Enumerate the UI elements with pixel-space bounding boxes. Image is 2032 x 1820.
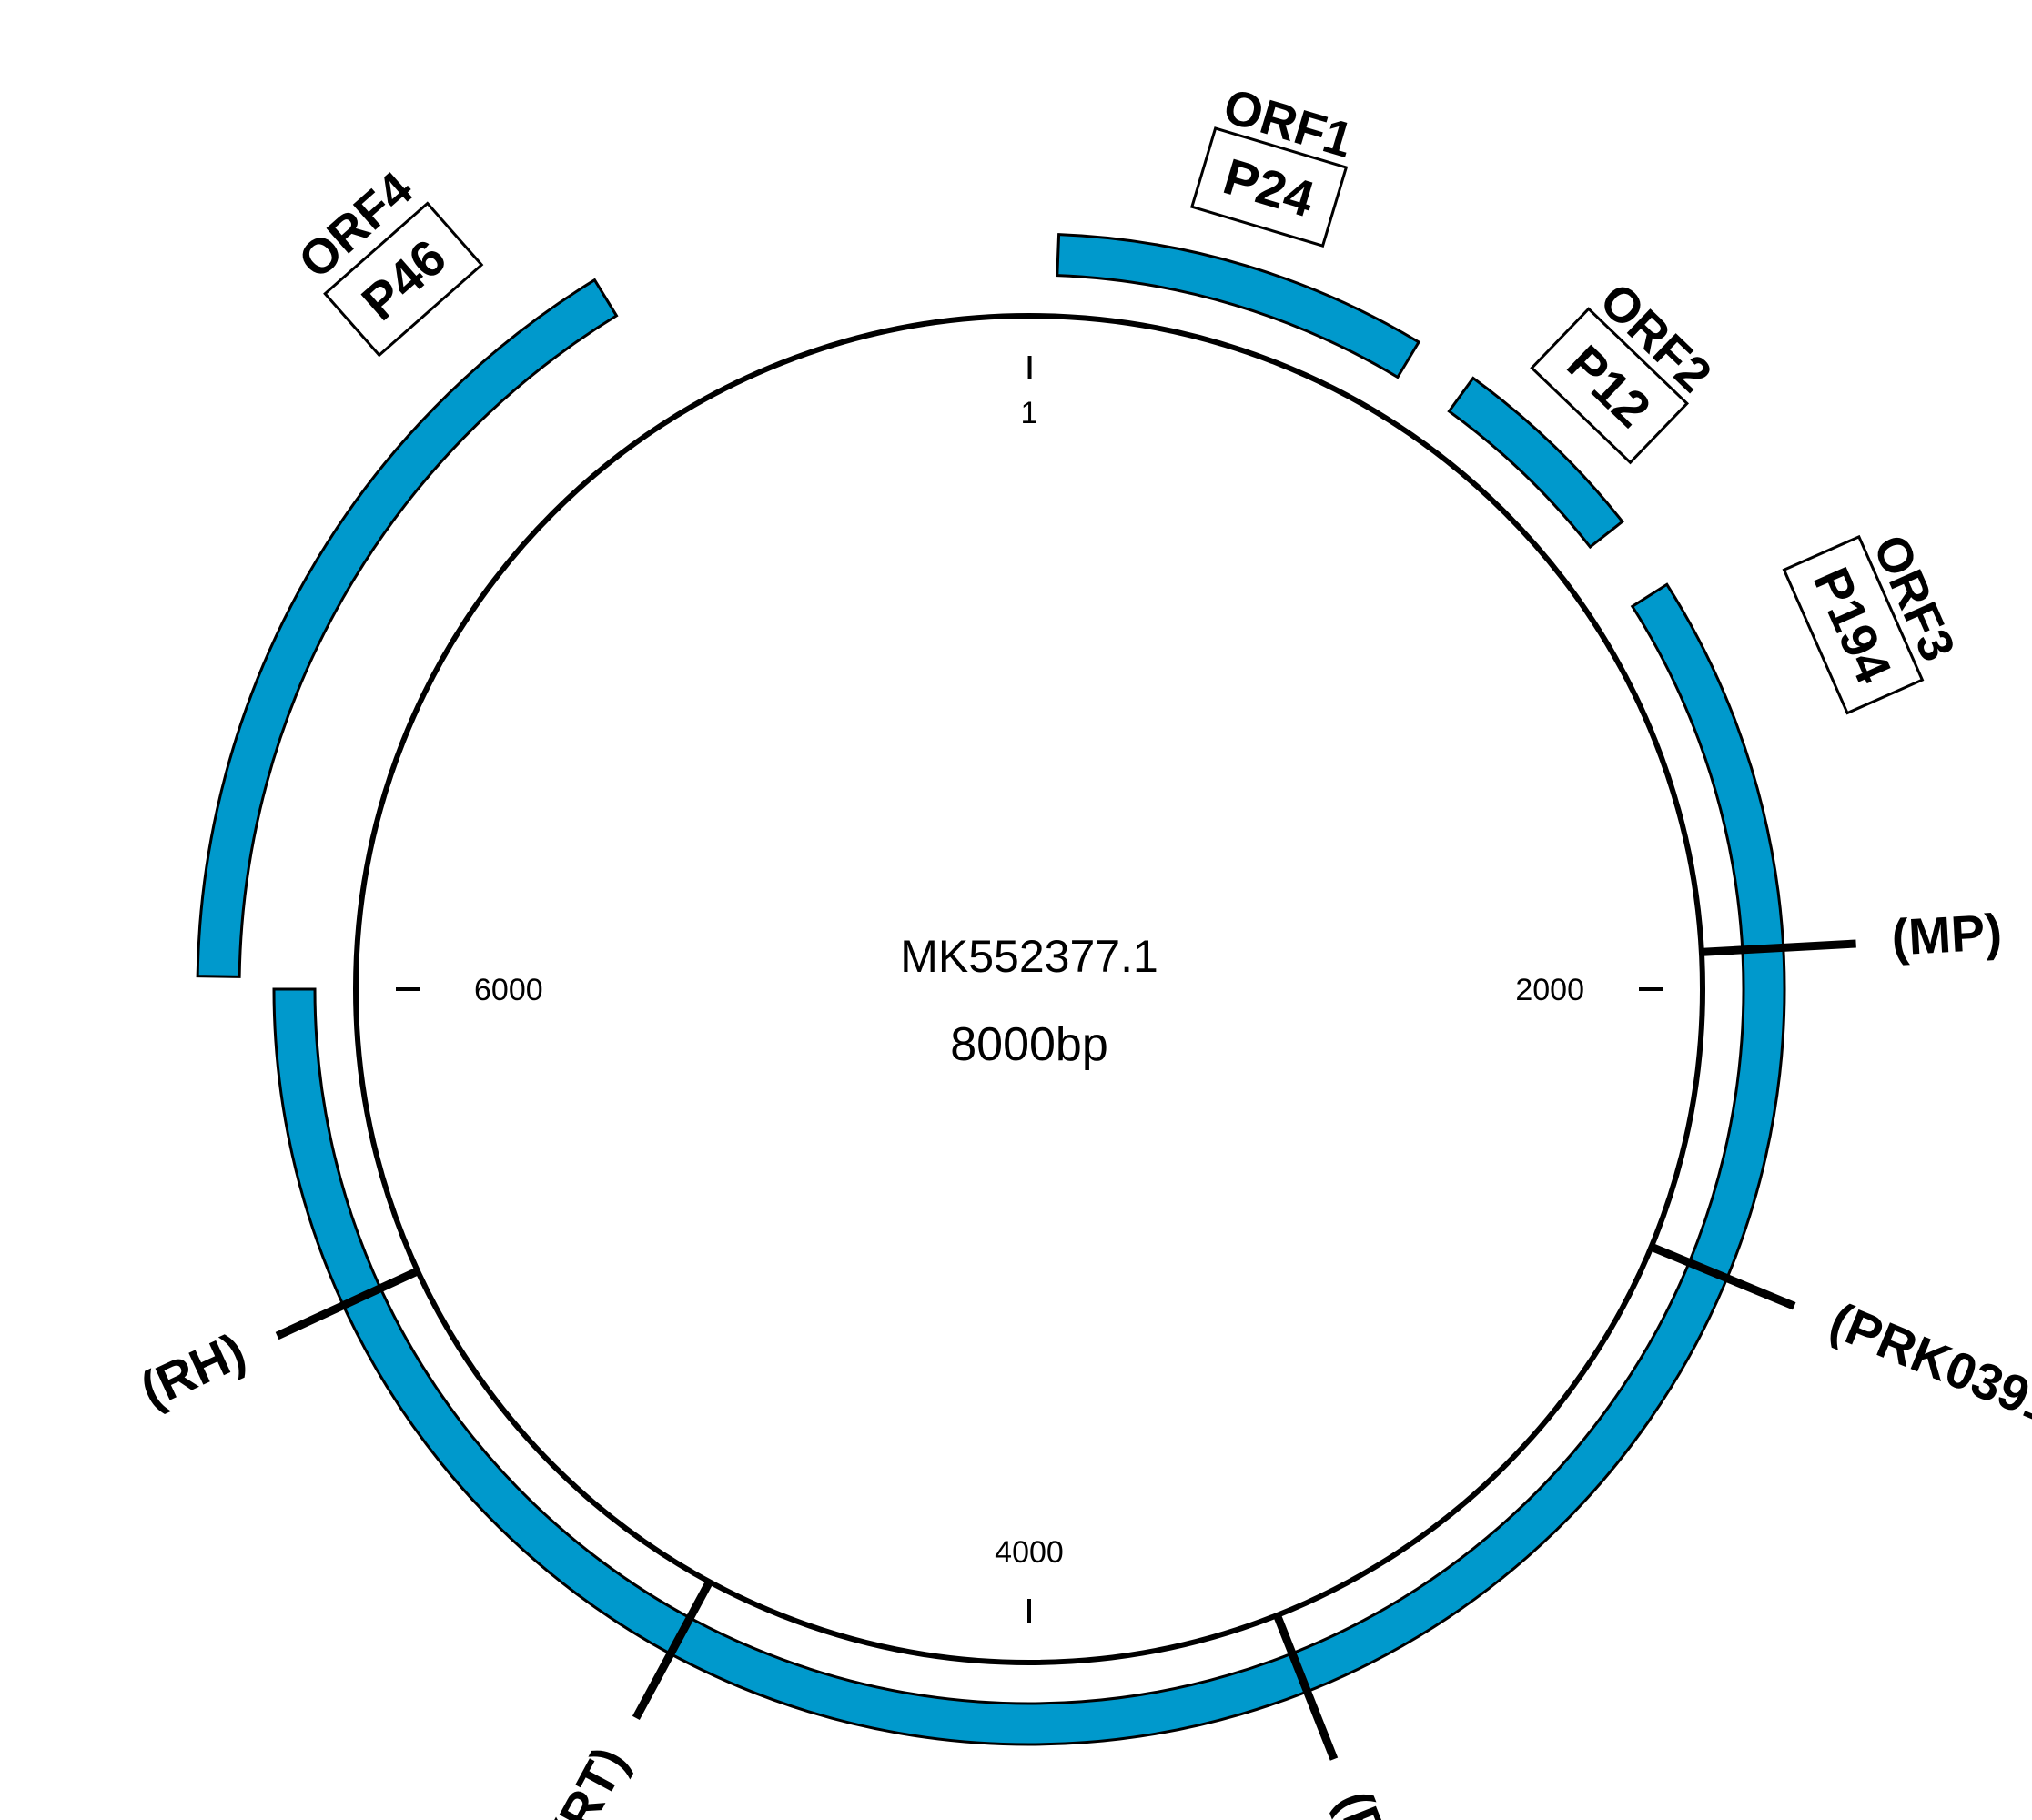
domain-label: (MP) bbox=[1890, 903, 2004, 966]
genome-backbone-circle bbox=[353, 313, 1705, 1665]
protein-box bbox=[323, 201, 484, 358]
tick-label: 4000 bbox=[995, 1535, 1064, 1570]
domain-marker bbox=[275, 1267, 420, 1340]
domain-label: (RH) bbox=[132, 1321, 254, 1419]
tick-label: 6000 bbox=[474, 973, 543, 1007]
tick-label: 1 bbox=[1021, 396, 1038, 430]
genome-length: 8000bp bbox=[950, 1018, 1108, 1071]
domain-label: (PR) bbox=[1326, 1783, 1418, 1820]
tick-label: 2000 bbox=[1515, 973, 1584, 1007]
domain-label: (RT) bbox=[540, 1737, 639, 1820]
domain-marker bbox=[1272, 1613, 1339, 1761]
protein-box bbox=[1530, 307, 1690, 465]
genome-accession: MK552377.1 bbox=[900, 931, 1158, 982]
protein-box bbox=[1189, 126, 1349, 248]
domain-label: (PRK03918) bbox=[1822, 1291, 2032, 1452]
protein-box bbox=[1782, 534, 1925, 715]
orf-arc bbox=[272, 582, 1786, 1746]
orf-arc bbox=[1056, 233, 1421, 379]
ticks-layer: 1 2000 4000 6000 bbox=[396, 355, 1663, 1623]
domain-marker bbox=[1700, 939, 1856, 956]
domain-marker bbox=[632, 1579, 714, 1720]
orf-arc bbox=[196, 278, 619, 978]
orf-arc bbox=[1447, 376, 1624, 550]
domain-marker bbox=[1649, 1242, 1796, 1310]
